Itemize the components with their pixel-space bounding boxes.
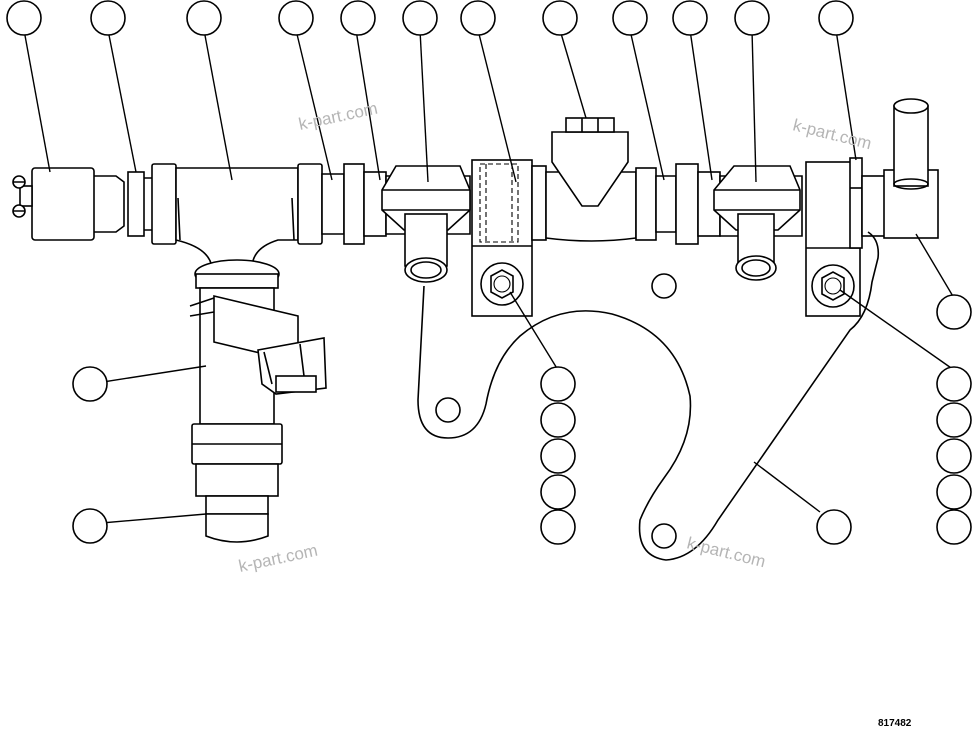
callout-bubble — [90, 0, 126, 36]
callout-bubble — [816, 509, 852, 545]
watermark: k-part.com — [237, 541, 319, 576]
callout-bubble — [186, 0, 222, 36]
callout-bubble — [936, 438, 972, 474]
callout-bubble — [540, 438, 576, 474]
callout-bubble — [540, 366, 576, 402]
callout-bubble — [278, 0, 314, 36]
strap-link — [417, 231, 880, 561]
collar-1 — [127, 171, 145, 237]
callout-bubble — [936, 402, 972, 438]
callout-bubble — [460, 0, 496, 36]
mounting-bracket-1 — [471, 159, 547, 317]
callout-bubble — [72, 508, 108, 544]
mounting-bracket-2 — [805, 157, 863, 317]
callout-bubble — [936, 474, 972, 510]
callout-bubble — [734, 0, 770, 36]
elbow-fitting — [861, 98, 939, 239]
callout-bubble — [936, 509, 972, 545]
watermark: k-part.com — [791, 115, 874, 153]
collar-2 — [343, 163, 365, 245]
drawing-number: 817482 — [878, 718, 912, 729]
callout-bubble — [672, 0, 708, 36]
tee-fitting — [151, 163, 323, 269]
callout-bubble — [6, 0, 42, 36]
callout-bubble — [540, 474, 576, 510]
valve-2 — [713, 165, 803, 281]
callouts — [6, 0, 972, 545]
watermark: k-part.com — [685, 533, 768, 571]
watermark: k-part.com — [297, 99, 379, 134]
check-valve — [189, 259, 327, 543]
callout-bubble — [540, 402, 576, 438]
end-plug — [12, 167, 125, 241]
callout-bubble — [540, 509, 576, 545]
collar-3 — [675, 163, 699, 245]
callout-bubble — [818, 0, 854, 36]
callout-bubble — [402, 0, 438, 36]
callout-bubble — [340, 0, 376, 36]
callout-bubble — [542, 0, 578, 36]
callout-bubble — [936, 366, 972, 402]
callout-bubble — [72, 366, 108, 402]
callout-bubble — [612, 0, 648, 36]
callout-bubble — [936, 294, 972, 330]
wye-fitting — [545, 117, 637, 242]
valve-1 — [381, 165, 471, 283]
valve-manifold-assembly — [12, 98, 939, 561]
